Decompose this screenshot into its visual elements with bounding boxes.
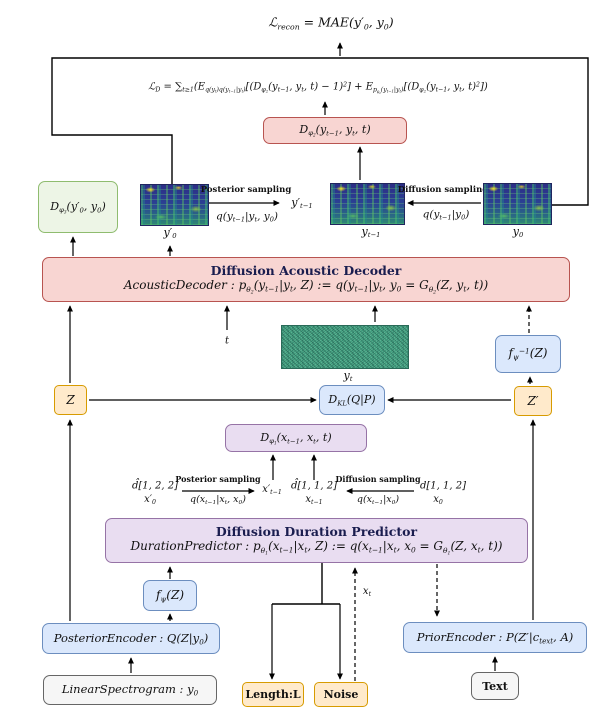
noise-label: Noise — [323, 688, 359, 701]
acoustic-discriminator-label: Dφ2(yt−1, yt, t) — [299, 123, 371, 138]
x0-prime-label: x′0 — [144, 493, 156, 507]
duration-posterior-sampling-formula: q(xt−1|xt, x0) — [190, 493, 246, 507]
spectrogram-y0-prime — [140, 184, 209, 226]
linear-spectrogram-box: LinearSpectrogram : y0 — [43, 675, 217, 705]
d-hat-112-label: d̂[1, 1, 2] — [290, 480, 338, 492]
length-label: Length:L — [245, 688, 301, 701]
yt-label: yt — [343, 368, 353, 384]
d-112-label: d[1, 1, 2] — [419, 480, 467, 492]
y-t-minus1-prime-label: y′t−1 — [291, 195, 313, 211]
acoustic-decoder-title: Diffusion Acoustic Decoder — [210, 263, 402, 279]
d-hat-122-label: d̂[1, 2, 2] — [131, 480, 179, 492]
prior-encoder-label: PriorEncoder : P(Z′|ctext, A) — [416, 629, 574, 646]
flow-inverse-box: fψ−1(Z) — [495, 335, 561, 373]
flow-box: fψ(Z) — [143, 580, 197, 611]
latent-z-prime-label: Z′ — [527, 394, 539, 408]
text-input-box: Text — [471, 672, 519, 700]
flow-label: fψ(Z) — [156, 587, 184, 604]
duration-posterior-sampling-title: Posterior sampling — [175, 474, 261, 484]
duration-predictor-title: Diffusion Duration Predictor — [215, 524, 418, 540]
diffusion-sampling-title: Diffusion sampling — [397, 185, 489, 195]
flow-inverse-label: fψ−1(Z) — [508, 346, 548, 362]
duration-diffusion-sampling-formula: q(xt−1|x0) — [356, 493, 400, 507]
noise-image-yt — [281, 325, 409, 369]
recon-discriminator-box: Dφ3(y′0, y0) — [38, 181, 118, 233]
diffusion-acoustic-decoder-box: Diffusion Acoustic Decoder AcousticDecod… — [42, 257, 570, 302]
posterior-sampling-formula: q(yt−1|yt, y0) — [216, 210, 278, 224]
posterior-encoder-label: PosteriorEncoder : Q(Z|y0) — [53, 630, 209, 647]
duration-diffusion-sampling-title: Diffusion sampling — [335, 474, 421, 484]
y0-label: y0 — [512, 224, 524, 240]
loss-diffusion-formula: ℒD = ∑t≥1(Eq(yt)q(yt−1|yt)[(Dφ2(yt−1, yt… — [148, 81, 488, 95]
xt-label: xt — [362, 585, 372, 599]
kl-divergence-label: DKL(Q|P) — [328, 392, 376, 408]
recon-discriminator-label: Dφ3(y′0, y0) — [50, 199, 106, 215]
y-t-minus1-label: yt−1 — [361, 224, 381, 240]
duration-discriminator-box: Dφ1(xt−1, xt, t) — [225, 424, 367, 452]
latent-z-box: Z — [54, 385, 87, 415]
t-label: t — [224, 335, 230, 347]
kl-divergence-box: DKL(Q|P) — [319, 385, 385, 415]
duration-predictor-formula: DurationPredictor : pθ1(xt−1|xt, Z) := q… — [130, 539, 503, 557]
diffusion-duration-predictor-box: Diffusion Duration Predictor DurationPre… — [105, 518, 528, 563]
latent-z-label: Z — [66, 393, 75, 407]
spectrogram-y0 — [483, 183, 552, 225]
x-t-minus1-prime-label: x′t−1 — [262, 483, 282, 497]
y0-prime-label: y′0 — [163, 225, 177, 241]
latent-z-prime-box: Z′ — [514, 386, 552, 416]
spectrogram-y-t-minus1 — [330, 183, 405, 225]
x0-label: x0 — [433, 493, 443, 507]
x-t-minus1-label: xt−1 — [305, 493, 323, 507]
diffusion-sampling-formula: q(yt−1|y0) — [422, 208, 470, 222]
length-box: Length:L — [242, 682, 304, 707]
acoustic-decoder-formula: AcousticDecoder : pθ2(yt−1|yt, Z) := q(y… — [123, 278, 489, 296]
posterior-encoder-box: PosteriorEncoder : Q(Z|y0) — [42, 623, 220, 654]
linear-spectrogram-label: LinearSpectrogram : y0 — [61, 682, 199, 698]
posterior-sampling-title: Posterior sampling — [200, 185, 292, 195]
loss-recon-formula: ℒrecon = MAE(y′0, y0) — [268, 14, 394, 32]
acoustic-discriminator-box: Dφ2(yt−1, yt, t) — [263, 117, 407, 144]
prior-encoder-box: PriorEncoder : P(Z′|ctext, A) — [403, 622, 587, 653]
noise-box: Noise — [314, 682, 368, 707]
text-input-label: Text — [482, 679, 508, 693]
duration-discriminator-label: Dφ1(xt−1, xt, t) — [260, 430, 332, 446]
